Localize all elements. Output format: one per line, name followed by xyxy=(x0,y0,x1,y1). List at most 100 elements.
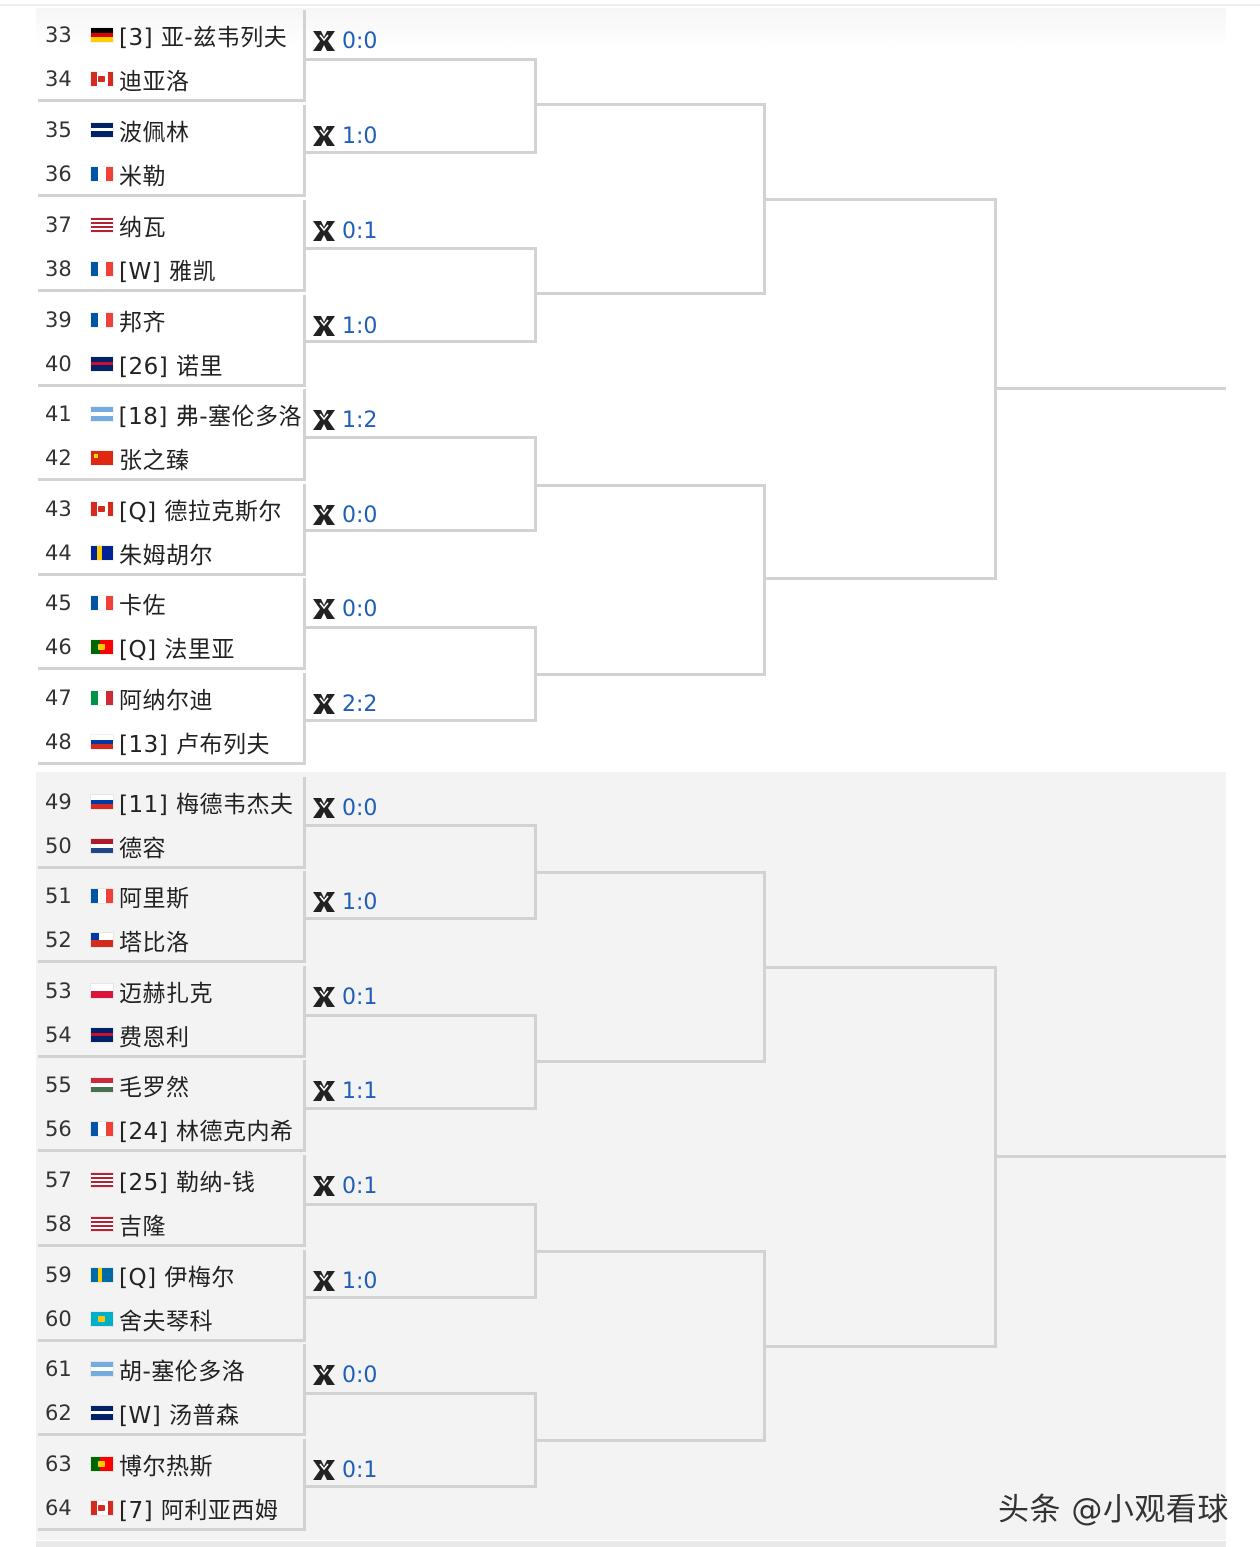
h2h-link[interactable]: 0:0 xyxy=(310,594,377,624)
uk-flag-icon xyxy=(91,357,113,371)
h2h-link[interactable]: 0:0 xyxy=(310,1360,377,1390)
player-row[interactable]: 43 [Q] 德拉克斯尔 xyxy=(38,486,302,532)
france-flag-icon xyxy=(91,1122,113,1136)
h2h-link[interactable]: 1:2 xyxy=(310,405,377,435)
draw-position: 61 xyxy=(45,1357,72,1381)
crossed-rackets-icon xyxy=(310,983,342,1011)
player-row[interactable]: 49[11] 梅德韦杰夫 xyxy=(38,779,302,825)
player-name: 卡佐 xyxy=(119,593,166,619)
france-flag-icon xyxy=(91,596,113,610)
match-pair: 33[3] 亚-兹韦列夫 34 迪亚洛 xyxy=(38,10,306,102)
player-name: 毛罗然 xyxy=(119,1075,190,1101)
player-name: 阿纳尔迪 xyxy=(119,688,213,714)
top-divider xyxy=(0,4,1260,6)
h2h-score: 1:0 xyxy=(342,1268,378,1294)
h2h-link[interactable]: 1:0 xyxy=(310,311,377,341)
draw-position: 44 xyxy=(45,541,72,565)
crossed-rackets-icon xyxy=(310,122,342,150)
player-row[interactable]: 48[13] 卢布列夫 xyxy=(38,719,302,765)
player-row[interactable]: 60 舍夫琴科 xyxy=(38,1296,302,1342)
russia-flag-icon xyxy=(91,735,113,750)
player-row[interactable]: 57[25] 勒纳-钱 xyxy=(38,1157,302,1203)
draw-position: 38 xyxy=(45,257,72,281)
bottom-divider xyxy=(36,1541,1226,1547)
round4-connector xyxy=(766,198,997,580)
h2h-link[interactable]: 0:0 xyxy=(310,793,377,823)
player-row[interactable]: 38 [W] 雅凯 xyxy=(38,246,302,292)
player-name: 德容 xyxy=(119,836,166,862)
h2h-score: 0:1 xyxy=(342,1457,378,1483)
h2h-link[interactable]: 0:0 xyxy=(310,500,377,530)
usa-flag-icon xyxy=(91,1217,113,1231)
h2h-score: 1:0 xyxy=(342,313,378,339)
draw-position: 43 xyxy=(45,497,72,521)
player-row[interactable]: 64[7] 阿利亚西姆 xyxy=(38,1485,302,1531)
player-row[interactable]: 56[24] 林德克内希 xyxy=(38,1106,302,1152)
player-row[interactable]: 40[26] 诺里 xyxy=(38,341,302,387)
round5-line xyxy=(997,1155,1226,1158)
h2h-link[interactable]: 0:1 xyxy=(310,982,377,1012)
h2h-score: 2:2 xyxy=(342,691,378,717)
draw-position: 34 xyxy=(45,67,72,91)
draw-position: 42 xyxy=(45,446,72,470)
player-name: [W] 雅凯 xyxy=(119,259,216,285)
h2h-score: 0:1 xyxy=(342,984,378,1010)
h2h-link[interactable]: 1:0 xyxy=(310,887,377,917)
h2h-link[interactable]: 1:0 xyxy=(310,1266,377,1296)
h2h-link[interactable]: 0:0 xyxy=(310,26,377,56)
france-flag-icon xyxy=(91,889,113,903)
player-name: 博尔热斯 xyxy=(119,1454,213,1480)
australia-flag-icon xyxy=(91,1406,113,1420)
draw-position: 46 xyxy=(45,635,72,659)
argentina-flag-icon xyxy=(91,1362,113,1377)
crossed-rackets-icon xyxy=(310,217,342,245)
crossed-rackets-icon xyxy=(310,1077,342,1105)
player-row[interactable]: 62[W] 汤普森 xyxy=(38,1390,302,1436)
draw-position: 57 xyxy=(45,1168,72,1192)
h2h-link[interactable]: 1:0 xyxy=(310,121,377,151)
player-row[interactable]: 59[Q] 伊梅尔 xyxy=(38,1252,302,1298)
player-row[interactable]: 33[3] 亚-兹韦列夫 xyxy=(38,12,302,58)
player-name: 舍夫琴科 xyxy=(119,1309,213,1335)
h2h-score: 0:1 xyxy=(342,218,378,244)
player-row[interactable]: 34 迪亚洛 xyxy=(38,56,302,102)
player-name: [Q] 德拉克斯尔 xyxy=(119,499,282,525)
player-name: 迪亚洛 xyxy=(119,69,190,95)
h2h-link[interactable]: 2:2 xyxy=(310,689,377,719)
player-row[interactable]: 46 [Q] 法里亚 xyxy=(38,624,302,670)
h2h-link[interactable]: 0:1 xyxy=(310,216,377,246)
kazakhstan-flag-icon xyxy=(91,1312,113,1326)
draw-position: 60 xyxy=(45,1307,72,1331)
draw-position: 37 xyxy=(45,213,72,237)
player-name: [Q] 法里亚 xyxy=(119,637,235,663)
h2h-link[interactable]: 1:1 xyxy=(310,1076,377,1106)
h2h-link[interactable]: 0:1 xyxy=(310,1455,377,1485)
player-name: 吉隆 xyxy=(119,1214,166,1240)
h2h-link[interactable]: 0:1 xyxy=(310,1171,377,1201)
draw-position: 40 xyxy=(45,352,72,376)
player-name: 费恩利 xyxy=(119,1025,190,1051)
player-row[interactable]: 41[18] 弗-塞伦多洛 xyxy=(38,391,302,437)
